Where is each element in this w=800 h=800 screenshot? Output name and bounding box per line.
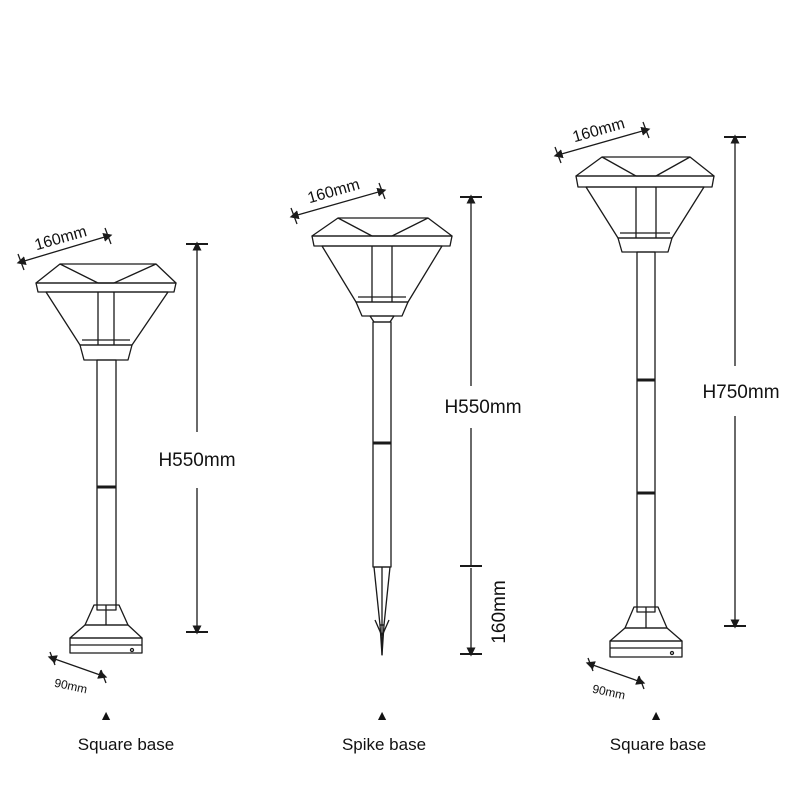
lamp-2 bbox=[289, 182, 482, 657]
lamp-3 bbox=[553, 121, 746, 690]
lamp-1-caption: Square base bbox=[78, 735, 174, 754]
lamp-2-roof bbox=[311, 217, 453, 247]
lamp-2-lantern bbox=[321, 245, 443, 323]
lamp-3-height-dimension bbox=[724, 134, 746, 629]
lamp-1-square-base bbox=[69, 604, 143, 654]
lamp-3-lantern bbox=[585, 186, 705, 253]
lamp-1-height-dimension bbox=[186, 241, 208, 635]
lamp-3-pole bbox=[636, 251, 656, 613]
lamp-2-height-label: H550mm bbox=[444, 397, 521, 418]
lamp-2-spike-label: 160mm bbox=[489, 580, 510, 643]
lamp-2-width-label: 160mm bbox=[306, 176, 362, 207]
lamp-3-base-dimension bbox=[585, 657, 646, 690]
lamp-2-caption: Spike base bbox=[342, 735, 426, 754]
lamp-3-square-base bbox=[609, 606, 683, 658]
lamp-1-roof bbox=[35, 263, 177, 293]
lamp-1-base-dimension bbox=[47, 651, 108, 684]
lamp-1-pole bbox=[96, 359, 117, 611]
lamp-2-caption-marker: ▲ bbox=[375, 707, 389, 723]
lamp-3-base-label: 90mm bbox=[591, 682, 627, 703]
lamp-3-height-label: H750mm bbox=[702, 382, 779, 403]
lamp-1-width-dimension bbox=[16, 227, 113, 271]
lamp-2-pole bbox=[372, 321, 392, 568]
lamp-3-caption: Square base bbox=[610, 735, 706, 754]
lamp-3-roof bbox=[575, 156, 715, 188]
lamp-3-width-label: 160mm bbox=[571, 115, 627, 146]
lamp-1-caption-marker: ▲ bbox=[99, 707, 113, 723]
lamp-1-base-label: 90mm bbox=[53, 676, 89, 697]
lamp-2-height-dimension bbox=[460, 194, 482, 567]
lamp-2-spike bbox=[373, 566, 391, 656]
lamp-2-width-dimension bbox=[289, 182, 387, 225]
lamp-2-spike-dimension bbox=[460, 568, 482, 657]
lamp-3-caption-marker: ▲ bbox=[649, 707, 663, 723]
lamp-3-width-dimension bbox=[553, 121, 651, 164]
lamp-1-lantern bbox=[45, 291, 169, 361]
lamp-1 bbox=[16, 227, 208, 684]
lamp-1-height-label: H550mm bbox=[158, 450, 235, 471]
